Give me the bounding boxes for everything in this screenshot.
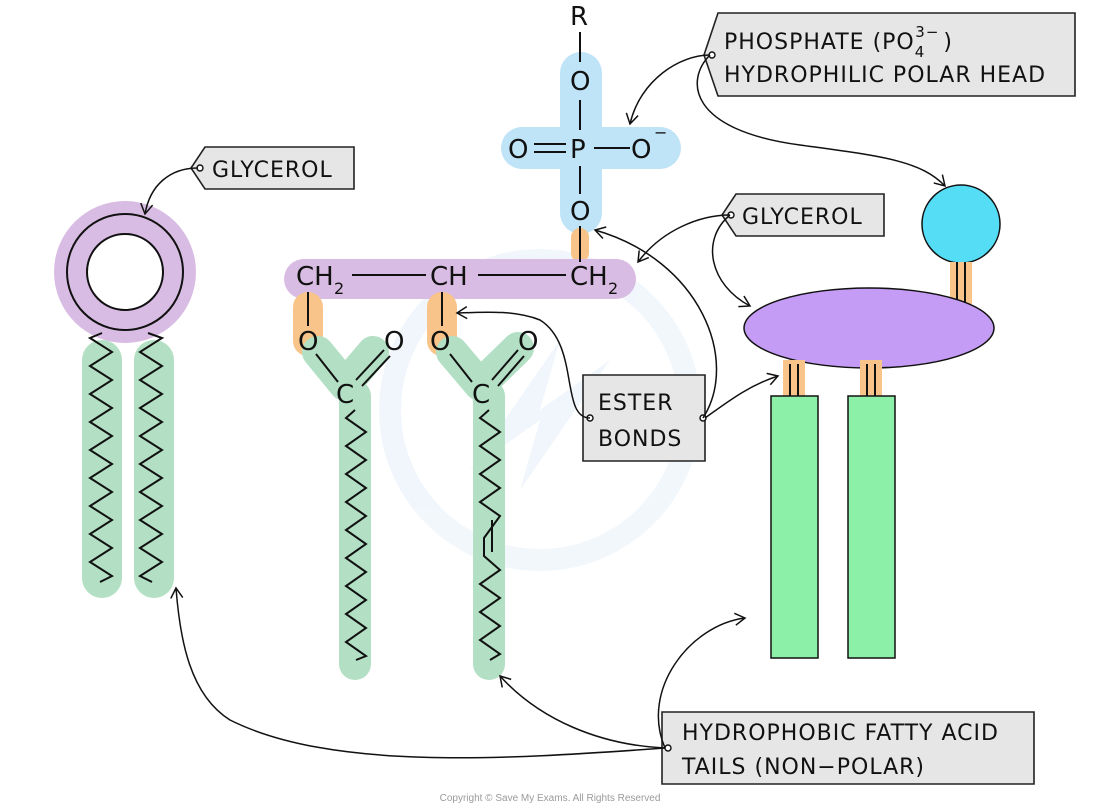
atom-p: P: [570, 135, 586, 165]
tail-link-highlight-2: [860, 360, 882, 400]
svg-text:ESTER: ESTER: [598, 391, 674, 416]
arrow-tails-to-right: [657, 612, 747, 749]
atom-o-bottom: O: [570, 197, 590, 227]
bond-o-c-left: [315, 353, 339, 383]
arrow-phosphate-to-molecule: [625, 54, 711, 126]
subscript-ch2-right: 2: [608, 279, 618, 298]
arrow-phosphate-to-head: [696, 54, 947, 188]
structural-formula: R O O P O − O CH 2 CH CH 2 O C O O C: [284, 2, 681, 680]
atom-o-carbonyl-middle: O: [518, 327, 538, 357]
arrow-tails-to-left: [170, 586, 666, 759]
right-phospholipid: [743, 184, 1001, 659]
label-hydrophobic-tails: HYDROPHOBIC FATTY ACID TAILS (NON−POLAR): [661, 711, 1035, 785]
left-tail-highlight-2: [134, 340, 174, 598]
label-ester-bonds: ESTER BONDS: [582, 374, 707, 462]
copyright-text: Copyright © Save My Exams. All Rights Re…: [440, 793, 661, 804]
fatty-acid-tail-highlight-1: [339, 380, 371, 680]
arrow-ester-to-top: [593, 226, 718, 419]
atom-o-ester-middle: O: [430, 327, 450, 357]
atom-c-left: C: [336, 380, 354, 410]
left-tail-highlight-1: [82, 340, 122, 598]
svg-text:HYDROPHOBIC FATTY ACID: HYDROPHOBIC FATTY ACID: [682, 721, 999, 746]
left-glycerol-ring-inner: [88, 235, 162, 309]
left-phospholipid: [54, 201, 196, 598]
atom-c-middle: C: [472, 380, 490, 410]
fatty-acid-tail-rect-2: [847, 395, 896, 659]
bond-c-o-double-middle-a: [491, 349, 519, 381]
atom-o-carbonyl-left: O: [384, 327, 404, 357]
atom-ch: CH: [430, 262, 468, 292]
bond-c-o-double-left-a: [355, 349, 385, 381]
atom-o-top: O: [570, 67, 590, 97]
arrow-glycerol-to-ellipse: [711, 214, 752, 308]
left-tail-zigzag-1: [87, 332, 115, 583]
arrow-glycerol-to-ring: [140, 167, 199, 216]
atom-o-right: O: [631, 135, 651, 165]
subscript-ch2-left: 2: [334, 279, 344, 298]
svg-text:PHOSPHATE (PO43−): PHOSPHATE (PO43−): [724, 23, 953, 61]
bond-o-c-middle: [449, 353, 473, 383]
atom-o-left: O: [508, 135, 528, 165]
svg-text:GLYCEROL: GLYCEROL: [742, 205, 863, 230]
bond-c-o-double-middle-b: [497, 355, 525, 387]
svg-text:TAILS (NON−POLAR): TAILS (NON−POLAR): [681, 755, 925, 780]
phosphate-head-circle: [921, 184, 1001, 264]
label-phosphate-head: PHOSPHATE (PO43−) HYDROPHILIC POLAR HEAD: [703, 12, 1076, 97]
bond-c-o-double-left-b: [361, 355, 391, 387]
arrow-ester-to-middle: [455, 306, 591, 419]
left-glycerol-ring-outline-outer: [66, 213, 184, 331]
arrow-glycerol-to-backbone: [637, 214, 731, 264]
arrow-ester-to-right-model: [704, 372, 780, 419]
glycerol-bar-highlight: [284, 259, 636, 299]
tail-link-highlight-1: [783, 360, 805, 400]
svg-text:HYDROPHILIC POLAR HEAD: HYDROPHILIC POLAR HEAD: [724, 63, 1046, 88]
svg-text:GLYCEROL: GLYCEROL: [212, 158, 333, 183]
atom-o-ester-left: O: [298, 327, 318, 357]
label-glycerol-left: GLYCEROL: [190, 146, 355, 190]
svg-text:BONDS: BONDS: [598, 427, 682, 452]
glycerol-ellipse: [743, 287, 995, 369]
o-minus-charge: −: [654, 123, 667, 142]
left-tail-zigzag-2: [137, 332, 165, 583]
phosphate-vertical-highlight: [560, 52, 602, 234]
annotation-arrows: [140, 54, 947, 759]
left-glycerol-ring-outline-inner: [86, 233, 164, 311]
fatty-acid-chain-1: [344, 409, 369, 661]
head-link-highlight: [950, 262, 972, 304]
fatty-acid-chain-2: [478, 409, 502, 661]
atom-r: R: [570, 2, 588, 32]
atom-ch2-right: CH: [570, 262, 608, 292]
label-glycerol-right: GLYCEROL: [721, 193, 885, 237]
atom-ch2-left: CH: [296, 262, 334, 292]
arrow-tails-to-center: [499, 674, 666, 749]
fatty-acid-tail-rect-1: [770, 395, 819, 659]
